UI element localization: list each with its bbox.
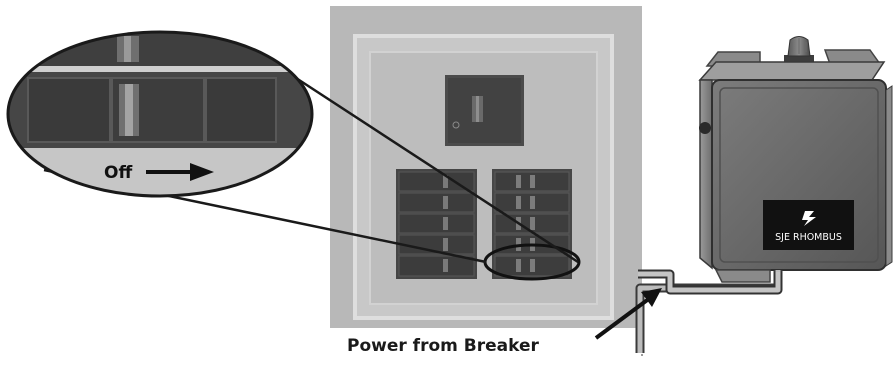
main-breaker [445,75,524,146]
panel-cable [638,269,783,295]
breaker-column-left [396,169,477,279]
caption-power-from-breaker: Power from Breaker [347,336,539,356]
caption-arrow-icon [594,288,662,340]
beacon-light-icon [784,36,814,65]
zoom-circle: Off [6,30,314,198]
control-enclosure: SJE RHOMBUS [698,36,893,283]
breaker-panel [330,6,642,328]
brand-label: SJE RHOMBUS [775,232,842,243]
off-label: Off [104,163,132,183]
rhombus-logo-icon [802,211,816,226]
breaker-column-right [492,169,572,279]
zoom-circle-border [6,30,314,198]
arrow-right-icon [146,163,214,181]
brand-plate: SJE RHOMBUS [763,200,854,250]
